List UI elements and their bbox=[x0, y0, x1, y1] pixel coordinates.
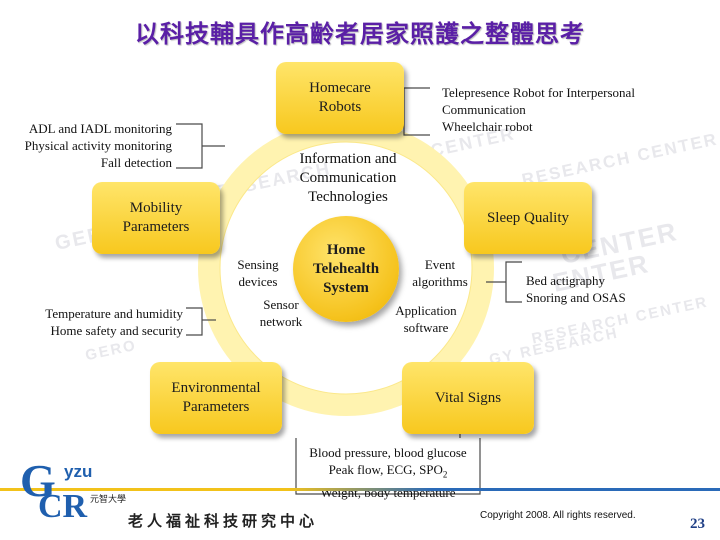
sensing-line1: Sensing bbox=[237, 257, 279, 272]
environmental-line1: Environmental bbox=[171, 380, 261, 396]
robot-line1: Telepresence Robot for Interpersonal bbox=[442, 85, 635, 100]
application-software-label: Application software bbox=[388, 302, 464, 336]
vital-line2: Peak flow, ECG, SPO2 bbox=[328, 462, 448, 480]
vital-line2-text: Peak flow, ECG, SPO bbox=[328, 462, 443, 477]
temperature-note: Temperature and humidity Home safety and… bbox=[0, 305, 183, 339]
hub-line2: Telehealth bbox=[312, 260, 380, 277]
application-line2: software bbox=[403, 320, 449, 335]
connector-vital bbox=[295, 438, 481, 495]
ict-line2: Communication bbox=[299, 170, 397, 186]
connector-temperature bbox=[186, 307, 203, 336]
hub-line3: System bbox=[323, 279, 369, 296]
vital-line2-sub: 2 bbox=[442, 469, 448, 480]
ict-line1: Information and bbox=[299, 151, 397, 167]
page-title: 以科技輔具作高齡者居家照護之整體思考 bbox=[135, 20, 585, 48]
logo-g: G bbox=[20, 455, 56, 506]
sensing-line2: devices bbox=[238, 274, 278, 289]
robot-note: Telepresence Robot for Interpersonal Com… bbox=[442, 84, 635, 135]
connector-robot bbox=[403, 87, 430, 136]
mobility-line1: Mobility bbox=[129, 200, 183, 216]
bed-line2: Snoring and OSAS bbox=[526, 290, 626, 305]
vital-signs-label: Vital Signs bbox=[434, 389, 502, 406]
center-name: 老人福祉科技研究中心 bbox=[128, 512, 319, 530]
logo-cr: CR bbox=[38, 488, 88, 525]
homecare-line1: Homecare bbox=[309, 80, 371, 96]
hub-line1: Home bbox=[326, 241, 366, 258]
sensor-network-label: Sensor network bbox=[250, 296, 312, 330]
mobility-line2: Parameters bbox=[122, 219, 190, 235]
ring-outline-inner bbox=[219, 141, 473, 395]
homecare-line2: Robots bbox=[318, 99, 362, 115]
event-algorithms-label: Event algorithms bbox=[404, 256, 476, 290]
sensor-line2: network bbox=[259, 314, 303, 329]
environmental-line2: Parameters bbox=[182, 399, 250, 415]
vital-line1: Blood pressure, blood glucose bbox=[309, 445, 467, 460]
event-line1: Event bbox=[424, 257, 456, 272]
ict-label: Information and Communication Technologi… bbox=[286, 150, 410, 207]
copyright: Copyright 2008. All rights reserved. bbox=[480, 510, 636, 521]
bed-note: Bed actigraphy Snoring and OSAS bbox=[526, 272, 626, 306]
ict-line3: Technologies bbox=[308, 189, 388, 205]
robot-line3: Wheelchair robot bbox=[442, 119, 533, 134]
bed-line1: Bed actigraphy bbox=[526, 273, 606, 288]
adl-line1: ADL and IADL monitoring bbox=[28, 121, 172, 136]
vital-note: Blood pressure, blood glucose Peak flow,… bbox=[290, 444, 486, 501]
application-line1: Application bbox=[395, 303, 457, 318]
adl-line2: Physical activity monitoring bbox=[24, 138, 172, 153]
sleep-quality-label: Sleep Quality bbox=[486, 209, 570, 226]
adl-note: ADL and IADL monitoring Physical activit… bbox=[0, 120, 172, 171]
sleep-quality-box: Sleep Quality bbox=[464, 182, 592, 254]
robot-line2: Communication bbox=[442, 102, 526, 117]
temperature-line1: Temperature and humidity bbox=[45, 306, 183, 321]
page-number: 23 bbox=[690, 516, 705, 532]
adl-line3: Fall detection bbox=[100, 155, 172, 170]
home-telehealth-hub: Home Telehealth System bbox=[293, 216, 399, 322]
sensor-line1: Sensor bbox=[263, 297, 299, 312]
footer-bar bbox=[0, 488, 720, 491]
logo-yzu: yzu bbox=[64, 462, 93, 481]
vital-signs-box: Vital Signs bbox=[402, 362, 534, 434]
vital-line3: Weight, body temperature bbox=[320, 484, 456, 500]
sensing-devices-label: Sensing devices bbox=[226, 256, 290, 290]
connector-bed bbox=[505, 261, 522, 303]
temperature-line2: Home safety and security bbox=[50, 323, 183, 338]
logo-university: 元智大學 bbox=[90, 495, 127, 505]
event-line2: algorithms bbox=[412, 274, 468, 289]
connector-adl bbox=[176, 123, 203, 169]
